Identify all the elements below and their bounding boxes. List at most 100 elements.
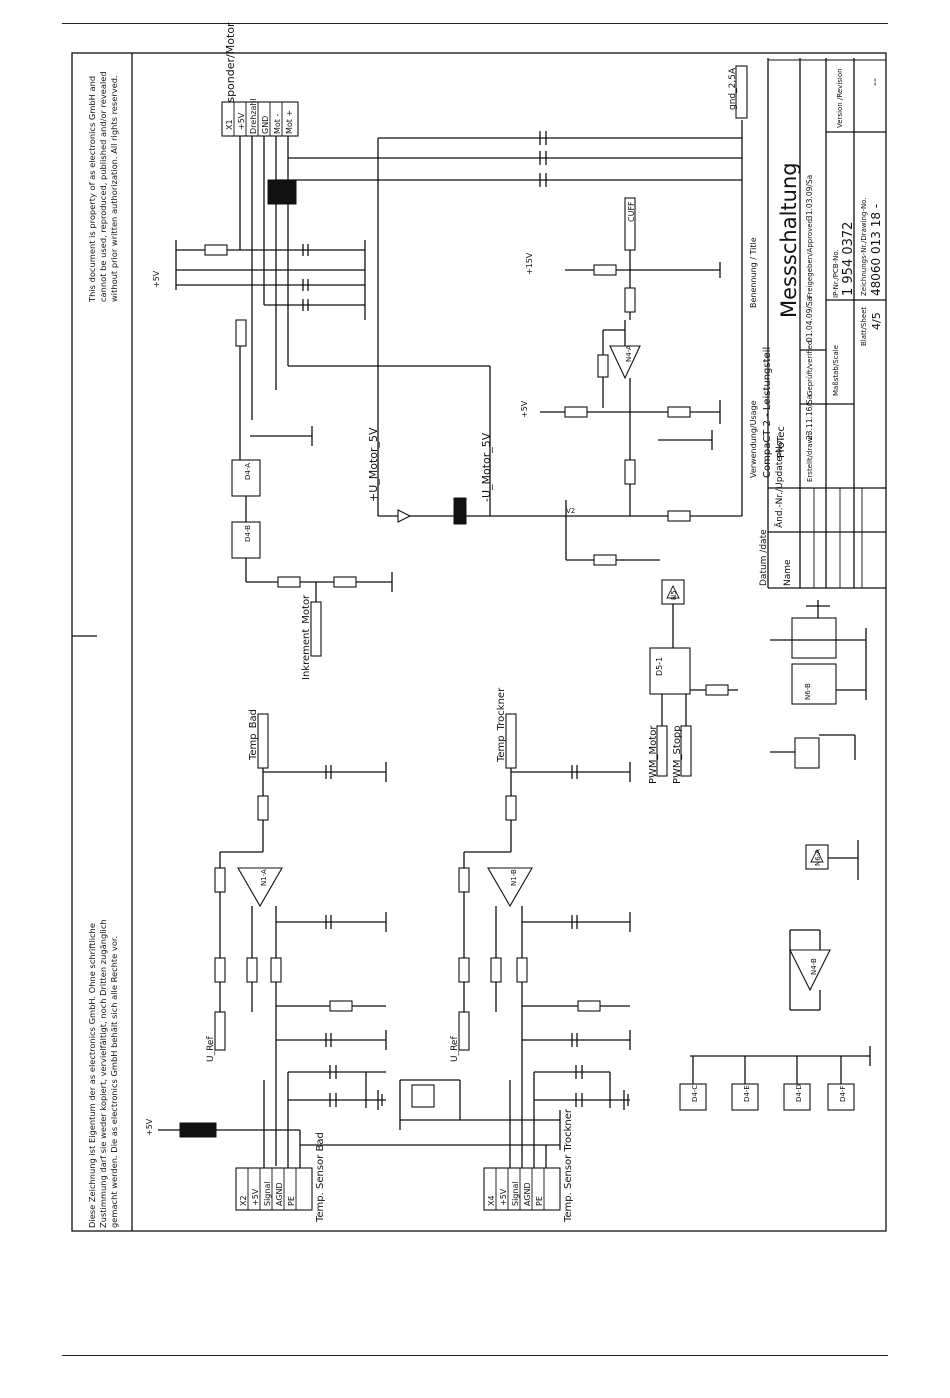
title-label: Benennung / Title	[749, 237, 758, 308]
connector-x4	[483, 1167, 561, 1211]
notice-de-line-2: Zustimmung darf sie weder kopiert, vervi…	[98, 919, 108, 1228]
temp-trockner-channel: Temp_Trockner U_Ref	[450, 687, 631, 1168]
notice-german: Diese Zeichnung ist Eigentum der as elec…	[87, 919, 119, 1228]
scale-label: Maßstab/Scale	[832, 345, 840, 396]
connector-x2	[235, 1167, 313, 1211]
fuse-l1	[179, 1122, 217, 1138]
resistor-r10	[577, 1000, 601, 1012]
x2-pin-4: PE	[287, 1196, 296, 1206]
label-d4-e: D4-E	[743, 1085, 751, 1102]
cap-c12	[411, 1084, 435, 1108]
net-temp-bad: Temp_Bad	[248, 709, 259, 761]
usage-label: Verwendung/Usage	[749, 400, 758, 478]
opamp-n4-b	[789, 949, 831, 992]
header-rule	[62, 23, 888, 24]
x1-pin-5: Mot +	[285, 110, 294, 134]
x1-ref: X1	[225, 119, 234, 130]
resistor-r30	[593, 264, 617, 276]
schmitt-spare-gates	[679, 1046, 871, 1111]
resistor-r21	[204, 244, 228, 256]
usage-line-1: CompaCT 2 - Leistungsteil	[762, 347, 773, 478]
resistor-r29	[564, 406, 588, 418]
resistor-r4-b	[505, 795, 517, 821]
resistor-r4	[329, 1000, 353, 1012]
label-n4-a: N4-A	[625, 345, 633, 362]
label-d4-d: D4-D	[795, 1084, 803, 1102]
temp-bad-channel: Temp_Bad U_Ref	[206, 709, 387, 1166]
temp-bad-title: Temp. Sensor Bad	[315, 1132, 326, 1223]
label-n1-a: N1-A	[260, 869, 268, 886]
net-pwm-motor: PWM_Motor	[648, 725, 659, 784]
version-label: Version /Revision	[836, 68, 844, 128]
resistor-r3	[257, 795, 269, 821]
rail-label-15v: +15V	[525, 252, 534, 275]
x1-pin-4: Mot -	[273, 114, 282, 134]
resistor-r23	[277, 576, 301, 588]
approved-value: 31.03.09/Sa	[805, 175, 814, 220]
sheet-label: Blatt/Sheet	[860, 307, 868, 346]
x2-pin-3: AGND	[275, 1182, 284, 1206]
label-d4-a: D4-A	[244, 463, 252, 480]
resistor-r1	[214, 957, 226, 983]
label-n5: N5	[670, 590, 678, 600]
connector-x1	[221, 101, 299, 137]
fet-label: V2	[566, 507, 575, 515]
net-u-motor-neg: -U_Motor_5V	[480, 432, 493, 502]
transponder-connector: Transponder/Motor X1 +5V Drehzahl GND Mo…	[152, 22, 378, 420]
net-temp-trockner: Temp_Trockner	[496, 687, 507, 763]
title-block: Benennung / Title Messschaltung Verwendu…	[749, 58, 886, 589]
x4-ref: X4	[487, 1195, 496, 1206]
net-inkrement: Inkrement_Motor	[301, 594, 312, 680]
schmitt-d4-f	[827, 1083, 855, 1111]
temp-bad-netlabel	[257, 713, 269, 769]
reference-block	[770, 600, 867, 880]
resistor-r6	[458, 867, 470, 893]
x4-pin-4: PE	[535, 1196, 544, 1206]
rail-5v-top: +5V	[152, 270, 161, 288]
footer-rule	[62, 1355, 888, 1356]
resistor-r7	[270, 957, 282, 983]
label-d4-f: D4-F	[839, 1086, 847, 1102]
mux-d5	[649, 647, 691, 695]
net-u-ref-bad: U_Ref	[206, 1036, 216, 1062]
speed-input-chain: Inkrement_Motor	[231, 319, 393, 680]
motor-supply: +U_Motor_5V -U_Motor_5V V2	[288, 365, 660, 566]
label-n6-a: N6-A	[814, 849, 822, 866]
temp-trockner-title: Temp. Sensor Trockner	[563, 1108, 574, 1223]
buffer-n6-ref	[805, 844, 829, 870]
checked-value: 01.04.09/Sa	[805, 297, 814, 342]
created-value: 23.11.16/Sa	[805, 395, 814, 440]
schmitt-d4-e	[731, 1083, 759, 1111]
net-pwm-stop: PWM_Stopp	[672, 725, 683, 784]
pwm-section: D5-1 PWM_Motor PWM_Stopp	[648, 579, 738, 784]
approved-label: Freigegeben/Approved	[806, 219, 814, 298]
zener-v1	[397, 509, 412, 523]
schmitt-d4-b	[231, 521, 261, 559]
resistor-r26	[624, 459, 636, 485]
created-label: Erstellt/drawn	[806, 433, 814, 482]
inkrement-netlabel	[310, 601, 322, 657]
label-n6-b: N6-B	[804, 683, 812, 700]
notice-de-line-1: Diese Zeichnung ist Eigentum der as elec…	[87, 923, 97, 1228]
pwm-motor-netlabel	[656, 725, 668, 777]
x4-pin-3: AGND	[523, 1182, 532, 1206]
resistor-r28	[624, 287, 636, 313]
x1-pin-1: +5V	[237, 112, 246, 130]
rail-label-5v: +5V	[520, 400, 529, 418]
transponder-title: Transponder/Motor	[224, 22, 237, 127]
temp-bad-connector: X2 +5V Signal AGND PE Temp. Sensor Bad	[235, 1132, 326, 1223]
sheet-value: 4/5	[870, 312, 883, 330]
date-label: Datum /date	[759, 529, 769, 586]
schmitt-d4-d	[783, 1083, 811, 1111]
temp-supply: +5V	[145, 1072, 561, 1168]
rail-5v-temp: +5V	[145, 1118, 154, 1136]
resistor-r8	[705, 684, 729, 696]
ic-n6-b	[791, 663, 837, 705]
label-n1-b: N1-B	[510, 869, 518, 886]
ic-n7	[794, 737, 820, 769]
x4-pin-2: Signal	[511, 1181, 520, 1206]
notice-en-line-3: without prior written authorization. All…	[109, 75, 119, 302]
resistor-r24	[593, 554, 617, 566]
label-d4-b: D4-B	[244, 525, 252, 542]
x2-pin-2: Signal	[263, 1181, 272, 1206]
